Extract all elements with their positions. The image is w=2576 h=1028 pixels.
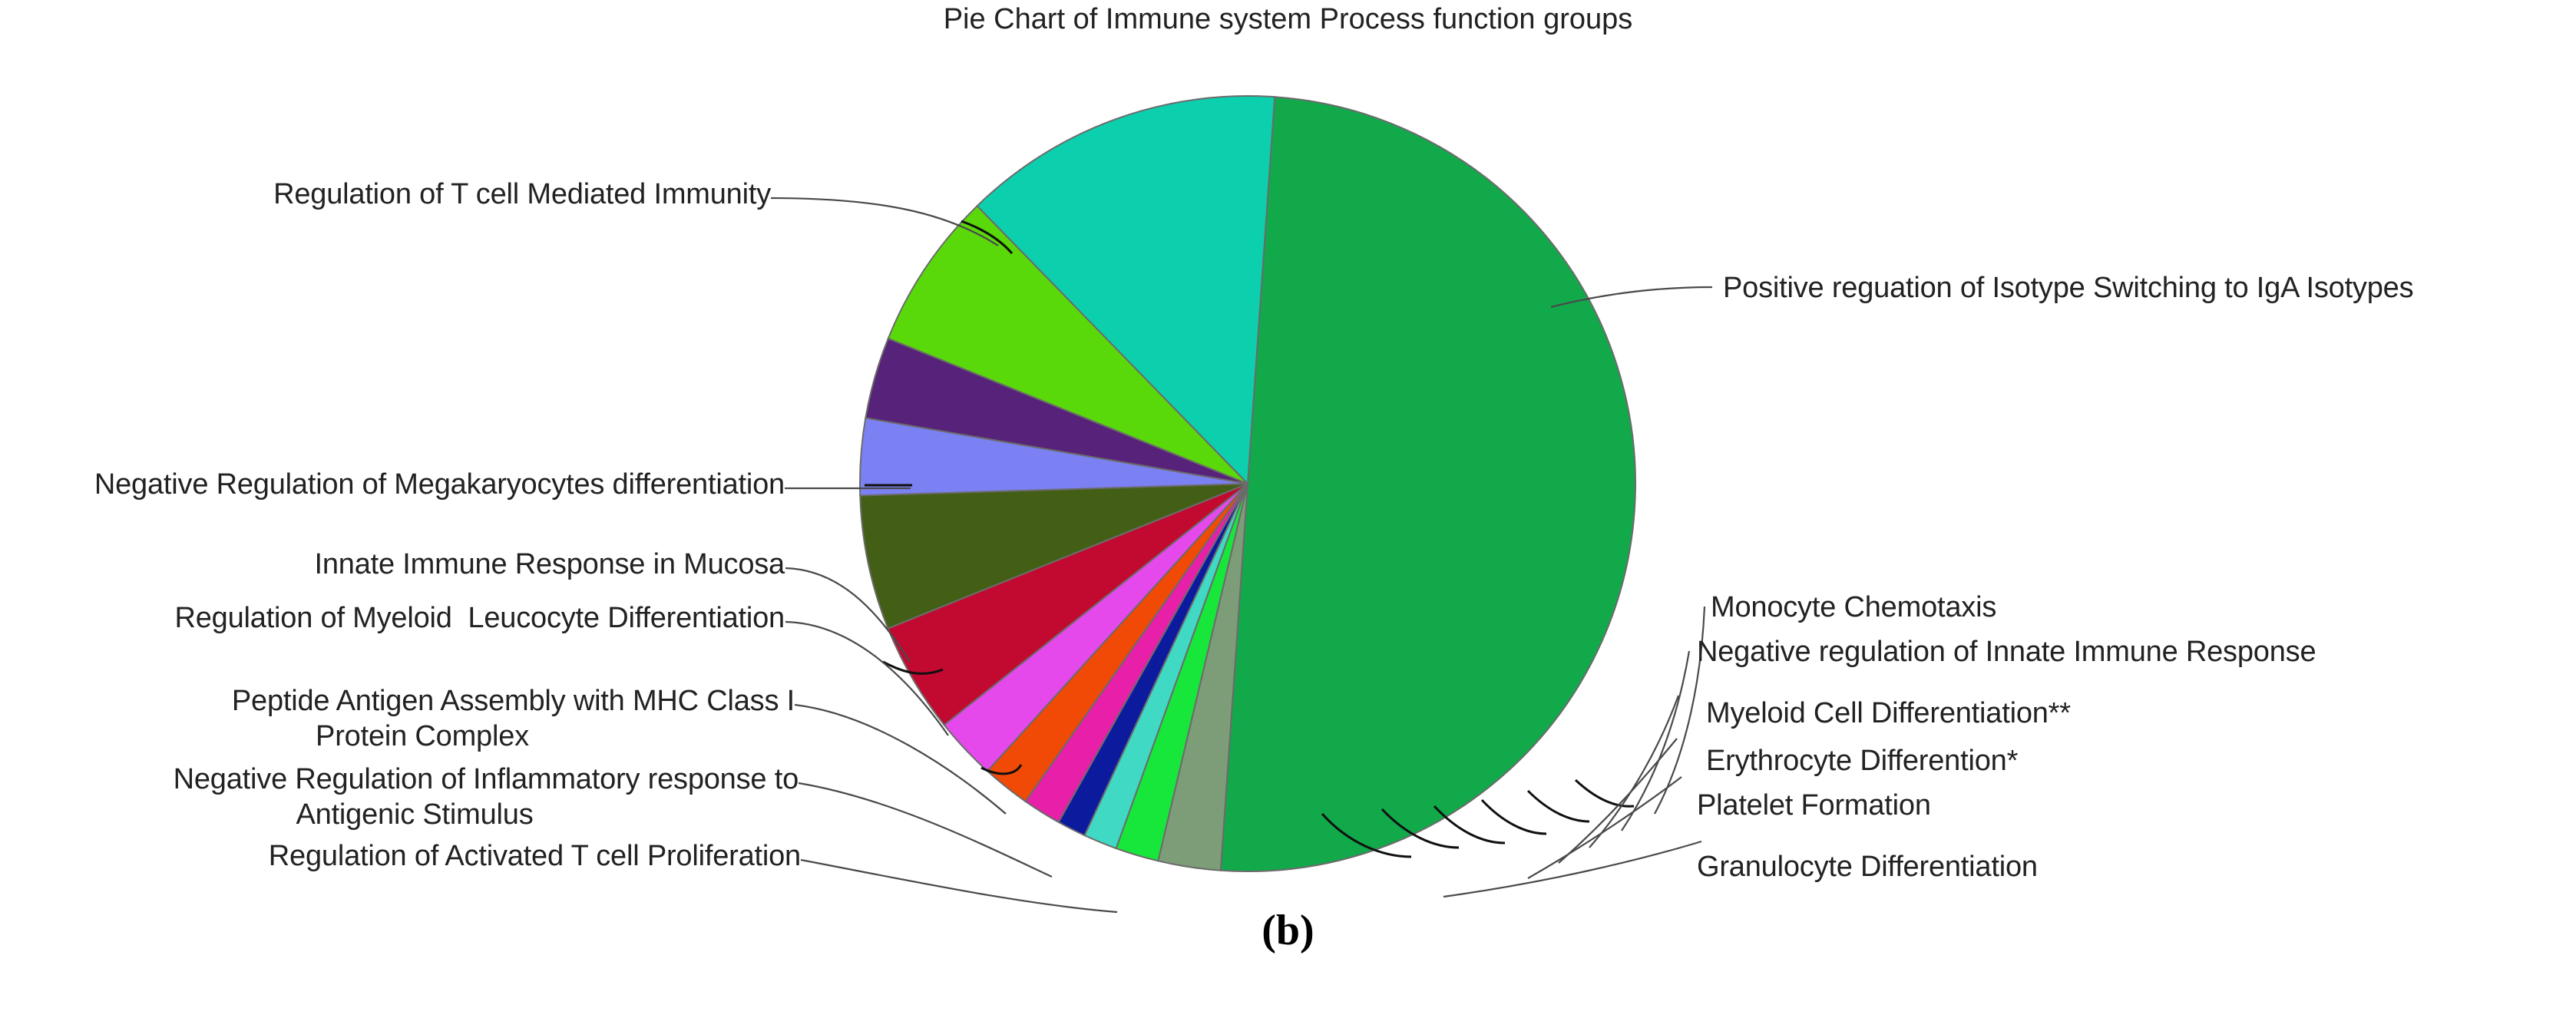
pie-slice [976,95,1276,486]
leader-line-group [770,197,1713,914]
leader-line-platelet [1527,776,1682,879]
panel-caption: (b) [1262,907,1314,954]
label-platelet-formation: Platelet Formation [1697,789,1931,821]
label-myeloid-cell-differentiation: Myeloid Cell Differentiation** [1706,697,2071,729]
leader-line-monocyte [1654,606,1706,815]
leader-line-reg-t-cell [770,197,999,246]
label-monocyte-chemotaxis: Monocyte Chemotaxis [1711,591,1997,623]
pie-slice [1219,96,1636,872]
label-reg-myeloid-leucocyte: Regulation of Myeloid Leucocyte Differen… [174,602,785,634]
leader-tick-monocyte [1574,778,1635,808]
leader-tick-erythrocyte [1433,805,1506,845]
leader-line-granulocyte [1443,840,1702,898]
pie-slice [859,483,1248,630]
leader-tick-granulocyte [1321,812,1412,858]
label-neg-reg-innate-immune: Negative regulation of Innate Immune Res… [1697,636,2316,668]
label-peptide-mhc-line1: Peptide Antigen Assembly with MHC Class … [231,685,795,717]
leader-tick-reg-t-cell [961,220,1014,254]
label-positive-reguation-iga: Positive reguation of Isotype Switching … [1723,272,2414,304]
pie-slice-group [859,95,1636,872]
leader-tick-myeloid-leucocyte [980,764,1023,775]
pie-slice [887,204,1248,484]
leader-line-activated-t-cell [800,858,1118,914]
label-neg-reg-megakaryocytes: Negative Regulation of Megakaryocytes di… [94,468,785,501]
label-peptide-mhc-line2: Protein Complex [316,720,529,752]
leader-line-neg-innate [1621,650,1691,831]
leader-line-innate-mucosa [785,567,911,663]
leader-tick-innate-mucosa [882,660,944,675]
label-neg-reg-inflammatory-line2: Antigenic Stimulus [296,798,534,831]
label-granulocyte-differentiation: Granulocyte Differentiation [1697,851,2038,883]
leader-tick-neg-innate [1526,789,1590,823]
leader-line-peptide-mhc [794,703,1007,815]
page-title: Pie Chart of Immune system Process funct… [943,3,1633,35]
leader-line-erythrocyte [1558,738,1678,864]
label-erythrocyte-differention: Erythrocyte Differention* [1706,745,2019,777]
leader-line-myeloid-leucocyte [785,620,949,736]
label-reg-activated-t-cell: Regulation of Activated T cell Prolifera… [268,840,801,872]
leader-line-myeloid-cell [1589,695,1680,848]
label-innate-immune-mucosa: Innate Immune Response in Mucosa [314,548,785,580]
label-reg-t-cell-mediated-immunity: Regulation of T cell Mediated Immunity [273,178,771,210]
label-neg-reg-inflammatory-line1: Negative Regulation of Inflammatory resp… [173,763,799,795]
leader-tick-myeloid-cell [1480,798,1547,835]
leader-line-positive-iga [1550,286,1713,309]
leader-tick-platelet [1381,808,1460,849]
leader-line-neg-inflammatory [798,782,1053,878]
